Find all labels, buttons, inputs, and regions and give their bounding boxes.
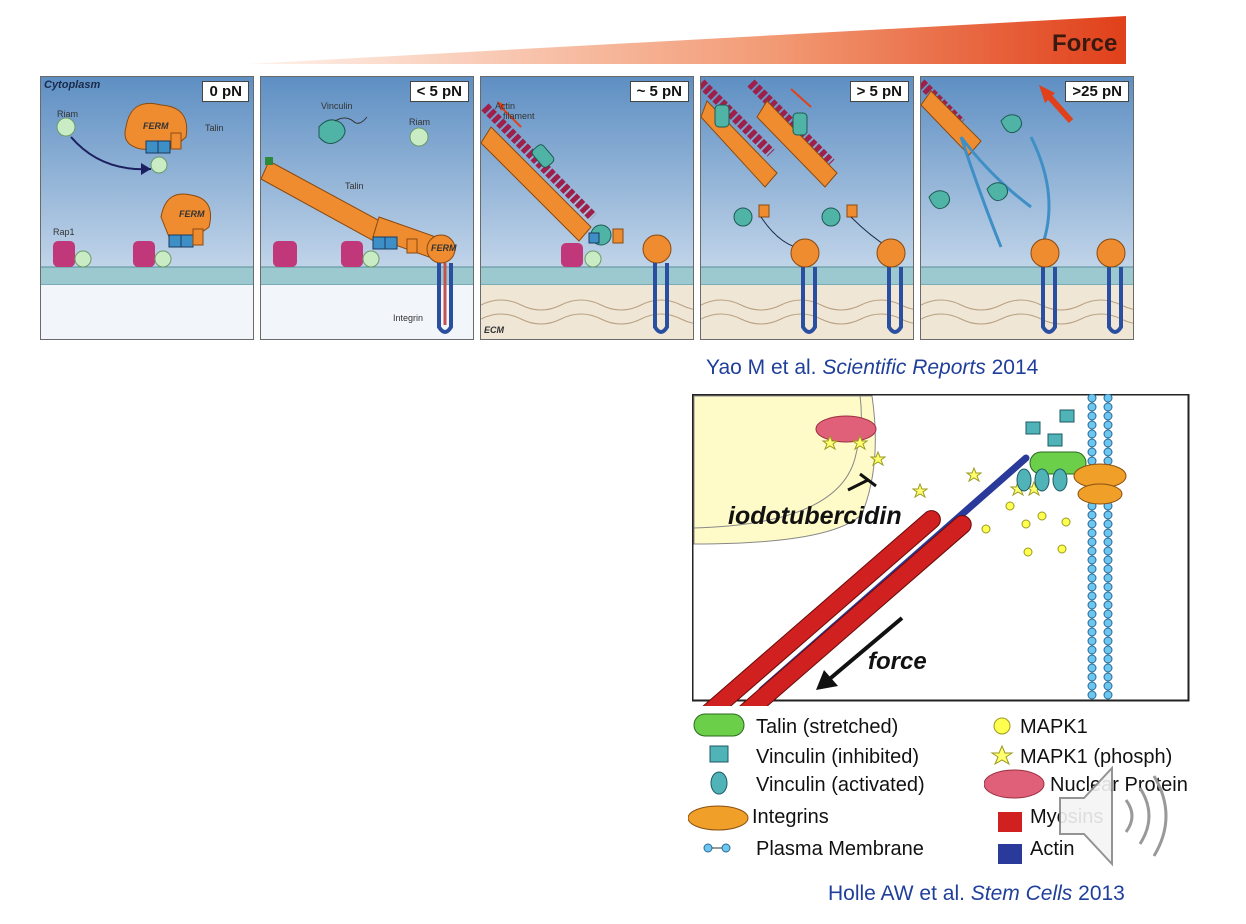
- force-gradient-wedge: [248, 16, 1126, 64]
- legend-mapk1-phosph: MAPK1 (phosph): [1020, 746, 1173, 768]
- legend-left-symbols: [688, 713, 749, 853]
- iodotubercidin-label: iodotubercidin: [728, 502, 902, 530]
- panel-lt5pn: Vinculin Riam Talin FERM Integrin < 5 pN: [260, 76, 474, 340]
- rap1-label: Rap1: [53, 227, 75, 237]
- talin-label-2: Talin: [345, 181, 364, 191]
- legend-integrins: Integrins: [752, 806, 829, 828]
- legend-nuclear-protein: Nuclear Protein: [1050, 774, 1188, 796]
- force-value-lt5pn: < 5 pN: [409, 81, 469, 102]
- panel-5pn: Actin filament ECM ~ 5 pN: [480, 76, 694, 340]
- force-value-5pn: ~ 5 pN: [629, 81, 689, 102]
- filament-label: filament: [503, 111, 535, 121]
- ferm-label-3: FERM: [431, 243, 457, 253]
- legend-actin: Actin: [1030, 838, 1075, 860]
- cytoplasm-label: Cytoplasm: [44, 79, 101, 91]
- force-value-0pn: 0 pN: [202, 81, 249, 102]
- ferm-label-2: FERM: [179, 209, 205, 219]
- vinculin-activated-swatch: [710, 771, 728, 795]
- force-value-gt25pn: >25 pN: [1065, 81, 1129, 102]
- talin-label: Talin: [205, 123, 224, 133]
- legend-right-symbols: [984, 717, 1045, 864]
- ecm-label: ECM: [484, 325, 504, 335]
- legend-vinculin-inhibited: Vinculin (inhibited): [756, 746, 920, 768]
- ferm-label: FERM: [143, 121, 169, 131]
- legend-mapk1: MAPK1: [1020, 716, 1088, 738]
- mechanotransduction-diagram: [692, 394, 1190, 706]
- riam-label-2: Riam: [409, 117, 431, 127]
- panel-gt5pn: > 5 pN: [700, 76, 914, 340]
- integrins-swatch: [688, 805, 749, 831]
- vinculin-inhibited-swatch: [709, 745, 729, 763]
- citation-bottom: Holle AW et al. Stem Cells 2013: [828, 882, 1125, 905]
- legend-plasma-membrane: Plasma Membrane: [756, 838, 924, 860]
- panel-0pn: Cytoplasm Riam Talin FERM FERM Rap1 0 pN: [40, 76, 254, 340]
- vinculin-label: Vinculin: [321, 101, 353, 111]
- force-arrow-label: force: [868, 648, 927, 675]
- integrin-label: Integrin: [393, 313, 424, 323]
- actin-label: Actin: [495, 101, 516, 111]
- force-label: Force: [1052, 30, 1118, 57]
- talin-swatch: [693, 713, 745, 737]
- legend-talin: Talin (stretched): [756, 716, 899, 738]
- citation-top: Yao M et al. Scientific Reports 2014: [706, 356, 1039, 379]
- force-value-gt5pn: > 5 pN: [849, 81, 909, 102]
- riam-label: Riam: [57, 109, 79, 119]
- speaker-icon[interactable]: [1050, 760, 1190, 870]
- panel-gt25pn: >25 pN: [920, 76, 1134, 340]
- legend-vinculin-activated: Vinculin (activated): [756, 774, 925, 796]
